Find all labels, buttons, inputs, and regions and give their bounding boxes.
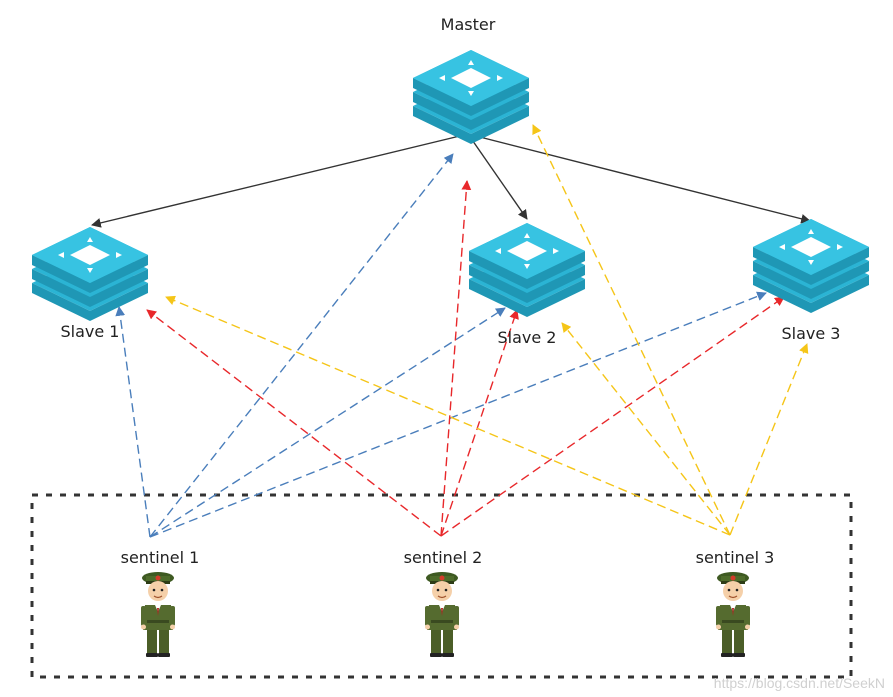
edge-sentinel3-slave1: [165, 295, 731, 536]
soldier-icon: [140, 571, 176, 658]
slave1-node: Slave 1: [32, 227, 148, 341]
edge-sentinel2-slave3: [440, 296, 785, 537]
edge-sentinel2-slave2: [440, 309, 519, 537]
sentinel3-node: sentinel 3: [696, 548, 775, 658]
edge-master-slave3: [467, 133, 811, 224]
soldier-icon: [715, 571, 751, 658]
soldier-icon: [424, 571, 460, 658]
watermark-text: https://blog.csdn.net/SeekN: [714, 675, 885, 691]
edge-sentinel3-slave3: [729, 343, 809, 536]
replication-edges: [91, 133, 811, 228]
master-node: Master: [413, 15, 529, 144]
sentinel1-label: sentinel 1: [121, 548, 200, 567]
slave3-label: Slave 3: [782, 324, 841, 343]
sentinel2-edges: [146, 180, 785, 537]
edge-sentinel3-master: [532, 124, 731, 536]
edge-master-slave2: [467, 133, 528, 220]
slave2-node: Slave 2: [469, 223, 585, 347]
edge-sentinel1-slave2: [149, 307, 506, 538]
slave1-label: Slave 1: [61, 322, 120, 341]
edge-sentinel2-master: [440, 180, 472, 537]
sentinel2-node: sentinel 2: [404, 548, 483, 658]
sentinel1-edges: [115, 153, 767, 538]
slave3-node: Slave 3: [753, 219, 869, 343]
redis-server-icon: [32, 227, 148, 321]
redis-server-icon: [753, 219, 869, 313]
sentinel-group-box: [30, 493, 853, 679]
redis-server-icon: [413, 50, 529, 144]
sentinel3-edges: [165, 124, 809, 536]
edge-sentinel1-slave1: [115, 306, 151, 538]
sentinel3-label: sentinel 3: [696, 548, 775, 567]
sentinel1-node: sentinel 1: [121, 548, 200, 658]
edge-master-slave1: [91, 133, 469, 228]
edge-sentinel1-slave3: [149, 291, 767, 538]
master-label: Master: [441, 15, 496, 34]
edge-sentinel2-slave1: [146, 309, 442, 537]
edge-sentinel3-slave2: [561, 322, 731, 536]
edge-sentinel1-master: [149, 153, 454, 538]
redis-server-icon: [469, 223, 585, 317]
sentinel2-label: sentinel 2: [404, 548, 483, 567]
slave2-label: Slave 2: [498, 328, 557, 347]
